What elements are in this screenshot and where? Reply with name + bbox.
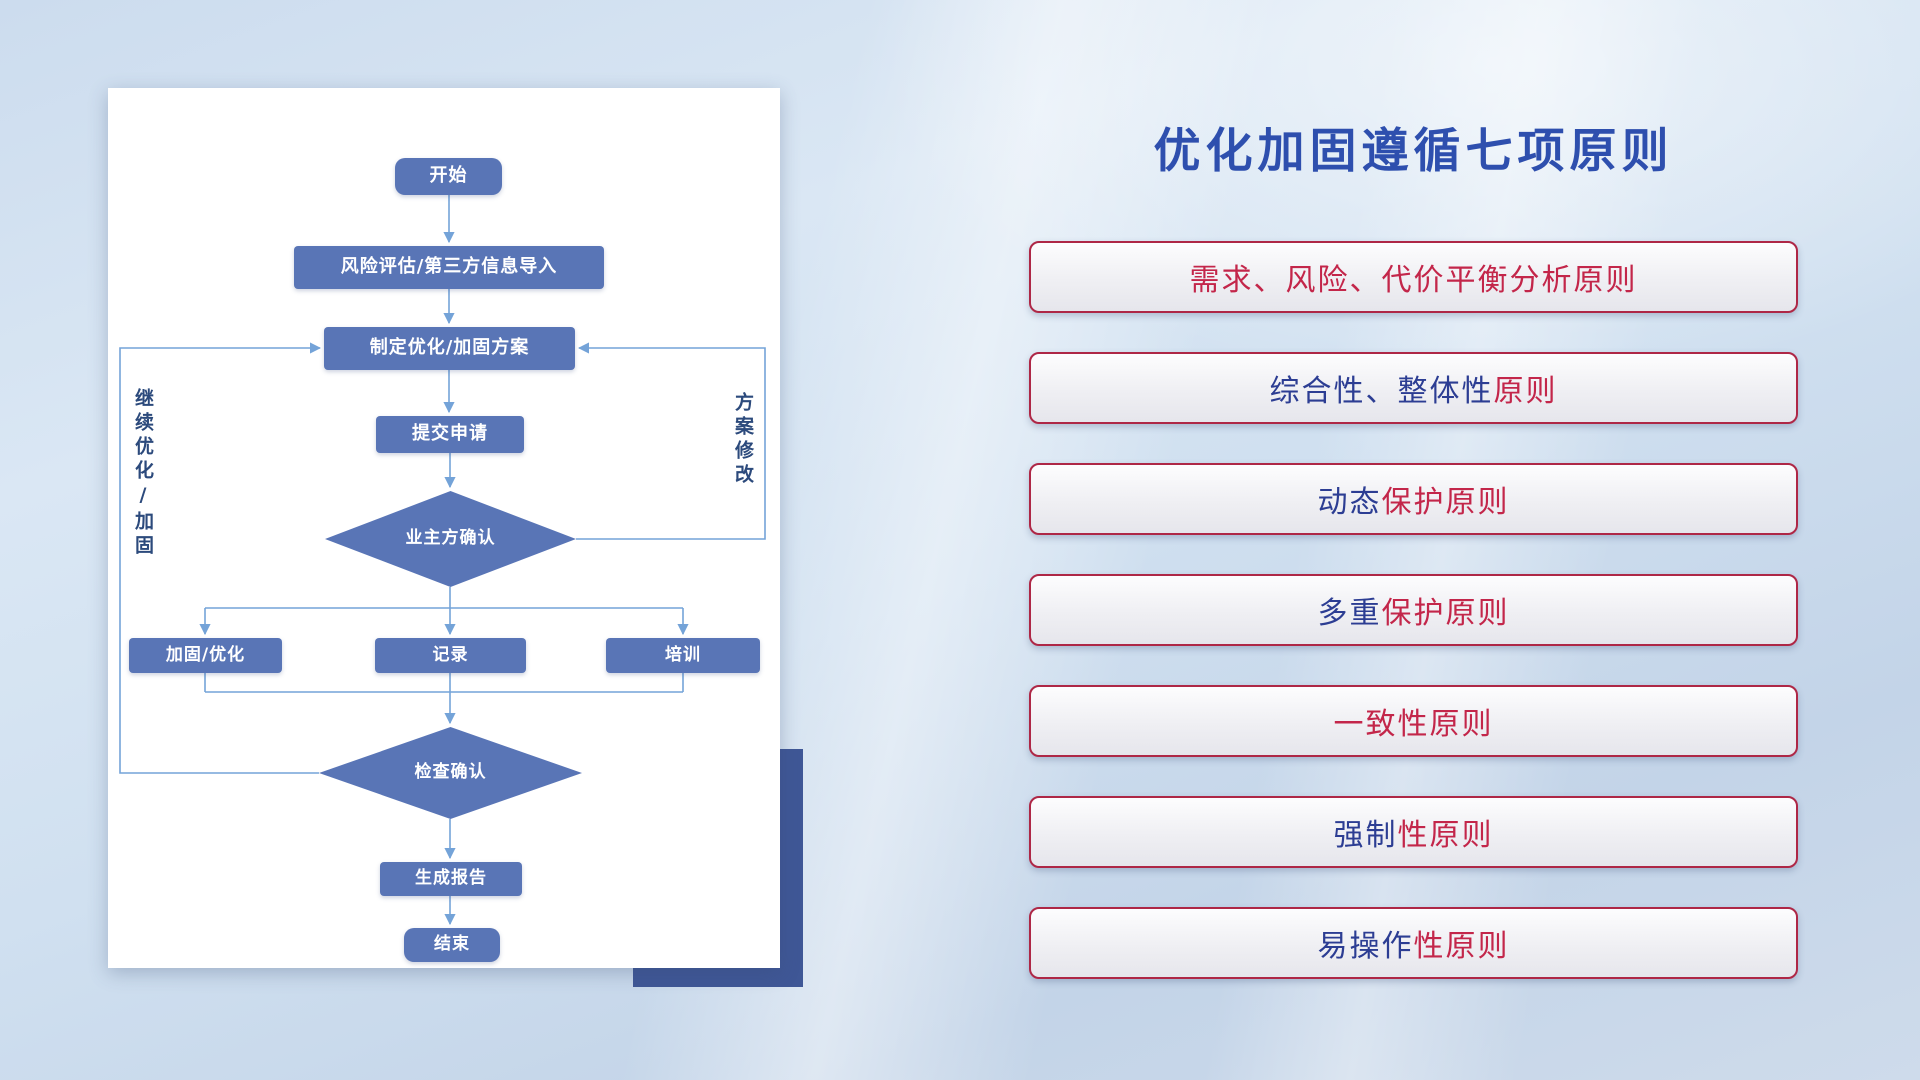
principles-panel: 优化加固遵循七项原则 需求、风险、代价平衡分析原则综合性、整体性原则动态保护原则… bbox=[1029, 0, 1798, 1080]
principles-list: 需求、风险、代价平衡分析原则综合性、整体性原则动态保护原则多重保护原则一致性原则… bbox=[1029, 241, 1798, 1018]
principle-text-segment: 需求、风险、代价平衡分析原则 bbox=[1189, 263, 1638, 298]
principle-box: 综合性、整体性原则 bbox=[1029, 352, 1798, 424]
flow-node-risk-import: 风险评估/第三方信息导入 bbox=[294, 246, 604, 289]
flow-node-report: 生成报告 bbox=[380, 862, 522, 896]
principle-text-segment: 性原则 bbox=[1413, 929, 1510, 964]
principle-text-segment: 性原则 bbox=[1397, 818, 1494, 853]
flow-node-reinforce: 加固/优化 bbox=[129, 638, 282, 673]
flow-connectors bbox=[119, 195, 766, 926]
principle-text-segment: 保护原则 bbox=[1381, 485, 1510, 520]
principle-box: 一致性原则 bbox=[1029, 685, 1798, 757]
principle-text-segment: 动态 bbox=[1317, 485, 1382, 520]
loop-label-plan-modify: 方案修改 bbox=[732, 392, 754, 488]
principle-text-segment: 易操作 bbox=[1317, 929, 1414, 964]
flow-node-make-plan: 制定优化/加固方案 bbox=[324, 327, 575, 370]
principle-text-segment: 强制 bbox=[1333, 818, 1398, 853]
principle-box: 动态保护原则 bbox=[1029, 463, 1798, 535]
loop-label-continue-optimize: 继续优化/加固 bbox=[132, 388, 154, 559]
principle-box: 多重保护原则 bbox=[1029, 574, 1798, 646]
principles-title: 优化加固遵循七项原则 bbox=[1153, 124, 1674, 179]
principle-text-segment: 保护原则 bbox=[1381, 596, 1510, 631]
principle-box: 强制性原则 bbox=[1029, 796, 1798, 868]
flow-node-training: 培训 bbox=[606, 638, 760, 673]
principle-box: 需求、风险、代价平衡分析原则 bbox=[1029, 241, 1798, 313]
principle-box: 易操作性原则 bbox=[1029, 907, 1798, 979]
flow-node-start: 开始 bbox=[395, 158, 502, 195]
flow-node-submit: 提交申请 bbox=[376, 416, 524, 453]
principle-text-segment: 综合性、整体性 bbox=[1269, 374, 1494, 409]
principle-text-segment: 原则 bbox=[1493, 374, 1558, 409]
principle-text-segment: 一致性原则 bbox=[1333, 707, 1494, 742]
flow-node-record: 记录 bbox=[375, 638, 526, 673]
flowchart-panel: 开始 风险评估/第三方信息导入 制定优化/加固方案 提交申请 业主方确认 加固/… bbox=[108, 88, 780, 968]
principle-text-segment: 多重 bbox=[1317, 596, 1382, 631]
flow-node-end: 结束 bbox=[404, 928, 500, 962]
